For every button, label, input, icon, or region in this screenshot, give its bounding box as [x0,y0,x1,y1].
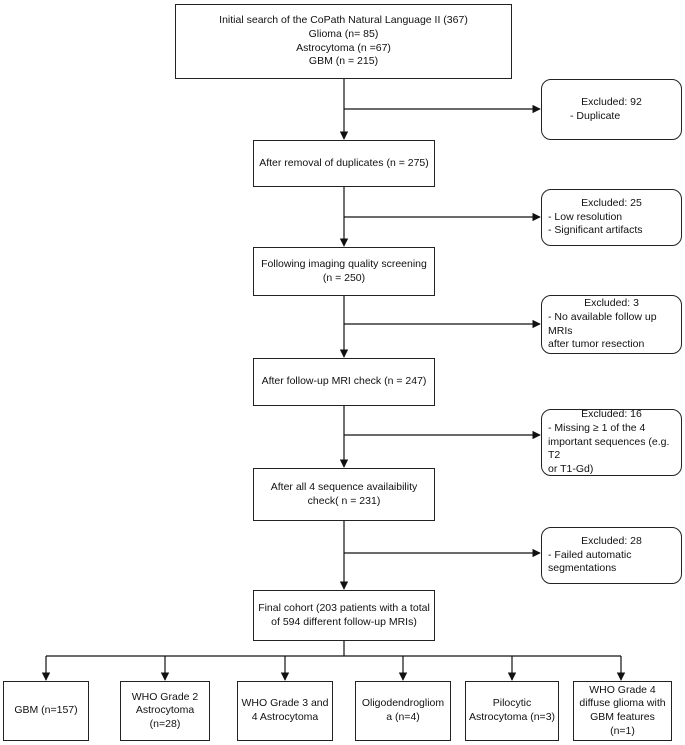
category-label: a (n=4) [386,711,420,723]
final-cohort-mris: of 594 different follow-up MRIs) [271,615,417,628]
sequence-check-text: After all 4 sequence availaibility [270,480,418,493]
final-cohort-text: Final cohort (203 patients with a total [258,601,430,614]
category-label: (n=28) [149,717,181,730]
category-label: (n=1) [610,724,635,737]
category-label: GBM (n=157) [14,704,78,717]
excluded-title: Excluded: 3 [584,297,639,310]
sequence-check-box: After all 4 sequence availaibility check… [253,468,435,521]
excluded-reason: - Low resolution [548,210,623,223]
dedup-box: After removal of duplicates (n = 275) [253,140,435,187]
excluded-box-followup: Excluded: 3 - No available follow up MRI… [541,295,682,354]
excluded-title: Excluded: 25 [581,197,642,210]
excluded-box-quality: Excluded: 25 - Low resolution - Signific… [541,189,682,246]
category-label: Astrocytoma [135,704,195,717]
excluded-title: Excluded: 28 [581,535,642,548]
excluded-reason: - No available follow up MRIs [548,310,657,337]
category-label: Oligodendrogliom [361,697,445,710]
excluded-reason: important sequences (e.g. T2 [548,435,670,462]
initial-glioma-line: Glioma (n= 85) [308,27,379,40]
category-label: GBM features [590,711,655,723]
excluded-box-segmentation: Excluded: 28 - Failed automatic segmenta… [541,527,682,584]
quality-screening-box: Following imaging quality screening (n =… [253,247,435,296]
category-label: diffuse glioma with [579,697,666,710]
excluded-title: Excluded: 16 [581,408,642,421]
category-label: WHO Grade 3 and [241,697,329,710]
category-label: WHO Grade 2 [131,690,199,703]
category-label: 4 Astrocytoma [251,711,319,723]
excluded-reason: - Duplicate [570,109,621,122]
excluded-box-sequences: Excluded: 16 - Missing ≥ 1 of the 4 impo… [541,408,682,476]
excluded-box-duplicates: Excluded: 92 - Duplicate [541,79,682,140]
sequence-check-count: check( n = 231) [307,494,381,507]
category-gbm-box: GBM (n=157) [3,681,89,741]
dedup-text: After removal of duplicates (n = 275) [259,156,429,169]
category-label: Pilocytic [492,697,532,710]
category-label: WHO Grade 4 [589,683,656,696]
initial-astrocytoma-line: Astrocytoma (n =67) [296,41,391,54]
followup-mri-box: After follow-up MRI check (n = 247) [253,358,435,406]
quality-screening-text: Following imaging quality screening [261,257,427,270]
category-who-grade4-diffuse-box: WHO Grade 4 diffuse glioma with GBM feat… [573,681,672,741]
excluded-reason: - Significant artifacts [548,224,643,237]
initial-search-box: Initial search of the CoPath Natural Lan… [175,4,512,79]
initial-search-line: Initial search of the CoPath Natural Lan… [219,14,468,27]
followup-mri-text: After follow-up MRI check (n = 247) [261,375,427,388]
excluded-title: Excluded: 92 [581,95,642,108]
category-who-grade2-box: WHO Grade 2 Astrocytoma (n=28) [120,681,210,741]
excluded-reason: or T1-Gd) [548,462,594,475]
excluded-reason: - Missing ≥ 1 of the 4 [548,422,646,435]
category-pilocytic-box: Pilocytic Astrocytoma (n=3) [465,681,559,741]
excluded-reason: after tumor resection [548,338,645,351]
quality-screening-count: (n = 250) [322,271,366,284]
excluded-reason: - Failed automatic [548,548,632,561]
initial-gbm-line: GBM (n = 215) [308,55,379,68]
category-label: Astrocytoma (n=3) [468,711,556,723]
category-oligodendroglioma-box: Oligodendrogliom a (n=4) [355,681,451,741]
final-cohort-box: Final cohort (203 patients with a total … [253,590,435,641]
excluded-reason: segmentations [548,562,617,575]
category-who-grade3-4-box: WHO Grade 3 and 4 Astrocytoma [237,681,333,741]
